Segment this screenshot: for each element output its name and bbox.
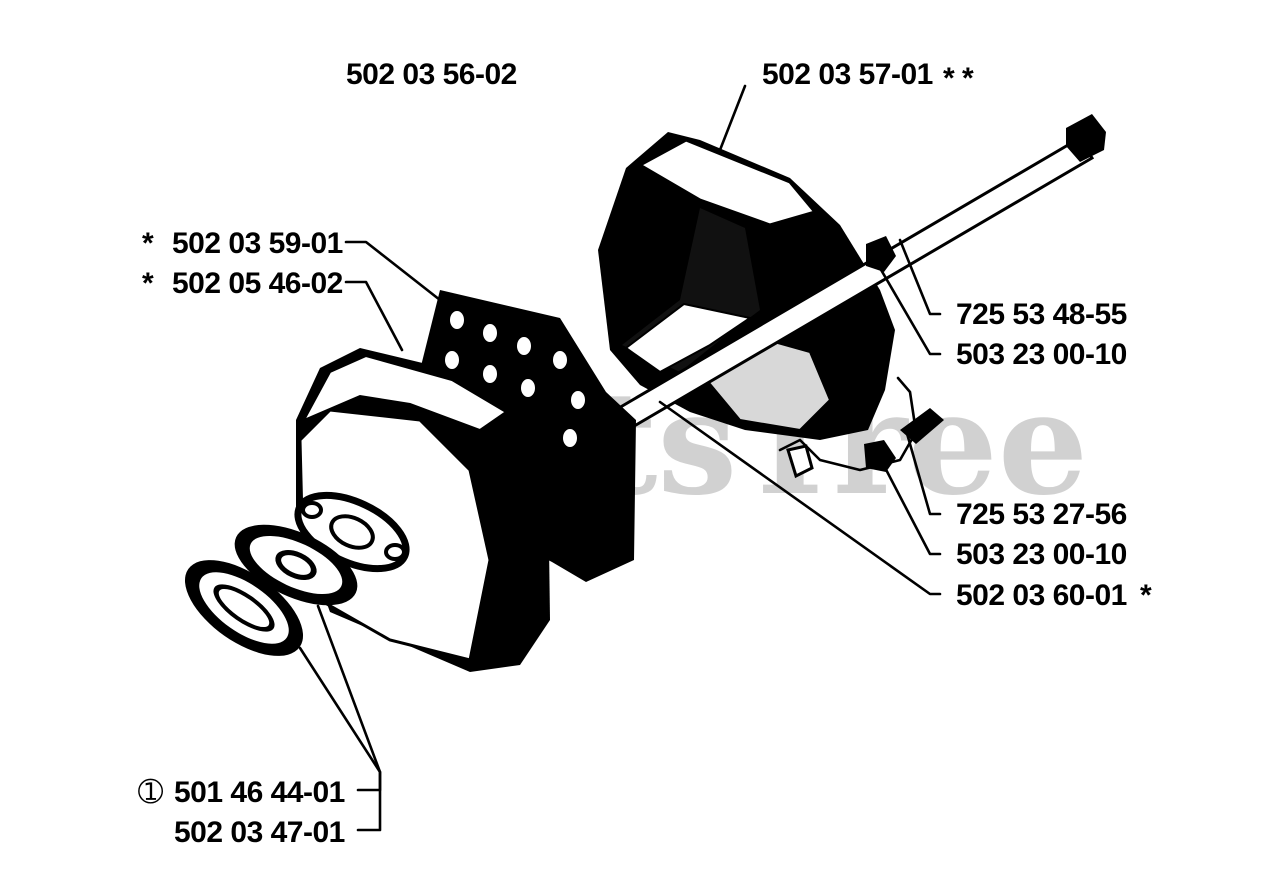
- label-right-5: 502 03 60-01: [956, 579, 1127, 612]
- muffler-rear-housing: [598, 132, 895, 440]
- muffler-front-housing: [294, 348, 550, 672]
- label-bottom-1-mark: ➀: [138, 776, 163, 809]
- part-labels: 502 03 56-02 502 03 57-01 * * * 502 03 5…: [138, 58, 1153, 849]
- label-right-1: 725 53 48-55: [956, 298, 1127, 331]
- label-left-2-mark: *: [142, 267, 154, 300]
- bracket-screw-nut: [778, 376, 944, 479]
- leader-lines: [298, 84, 942, 832]
- label-right-3: 725 53 27-56: [956, 498, 1127, 531]
- label-top-left: 502 03 56-02: [346, 58, 517, 91]
- label-left-1: 502 03 59-01: [172, 227, 343, 260]
- label-left-1-mark: *: [142, 227, 154, 260]
- label-right-4: 503 23 00-10: [956, 538, 1127, 571]
- label-right-5-mark: *: [1140, 579, 1152, 612]
- gasket-outer: [184, 560, 304, 656]
- label-bottom-2: 502 03 47-01: [174, 816, 345, 849]
- label-top-right-mark: * *: [943, 62, 974, 95]
- gasket-inner: [234, 524, 358, 606]
- label-right-2: 503 23 00-10: [956, 338, 1127, 371]
- label-left-2: 502 05 46-02: [172, 267, 343, 300]
- label-bottom-1: 501 46 44-01: [174, 776, 345, 809]
- label-top-right: 502 03 57-01: [762, 58, 933, 91]
